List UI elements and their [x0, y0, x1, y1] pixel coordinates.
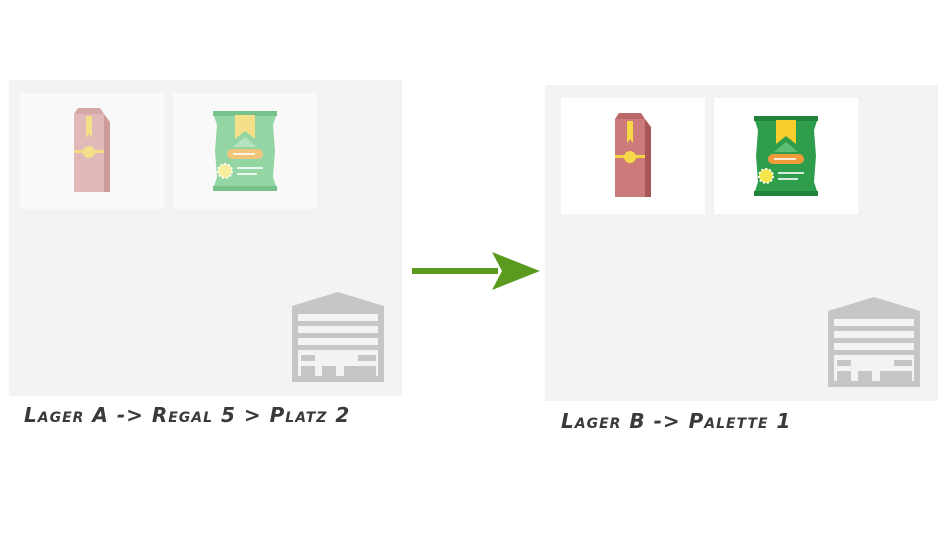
arrow-right-icon	[412, 252, 540, 290]
snack-bag-tile[interactable]	[173, 93, 317, 209]
source-location-panel	[9, 80, 402, 396]
destination-location-panel	[545, 85, 938, 401]
snack-bag-tile[interactable]	[714, 98, 858, 214]
coffee-bag-icon	[615, 113, 651, 197]
snack-bag-icon	[213, 111, 277, 191]
source-location-label: Lager A -> Regal 5 > Platz 2	[24, 403, 351, 427]
coffee-bag-tile[interactable]	[561, 98, 705, 214]
warehouse-icon	[828, 297, 920, 387]
destination-location-label: Lager B -> Palette 1	[561, 409, 792, 433]
snack-bag-icon	[754, 116, 818, 196]
coffee-bag-icon	[74, 108, 110, 192]
warehouse-icon	[292, 292, 384, 382]
coffee-bag-tile[interactable]	[20, 93, 164, 209]
